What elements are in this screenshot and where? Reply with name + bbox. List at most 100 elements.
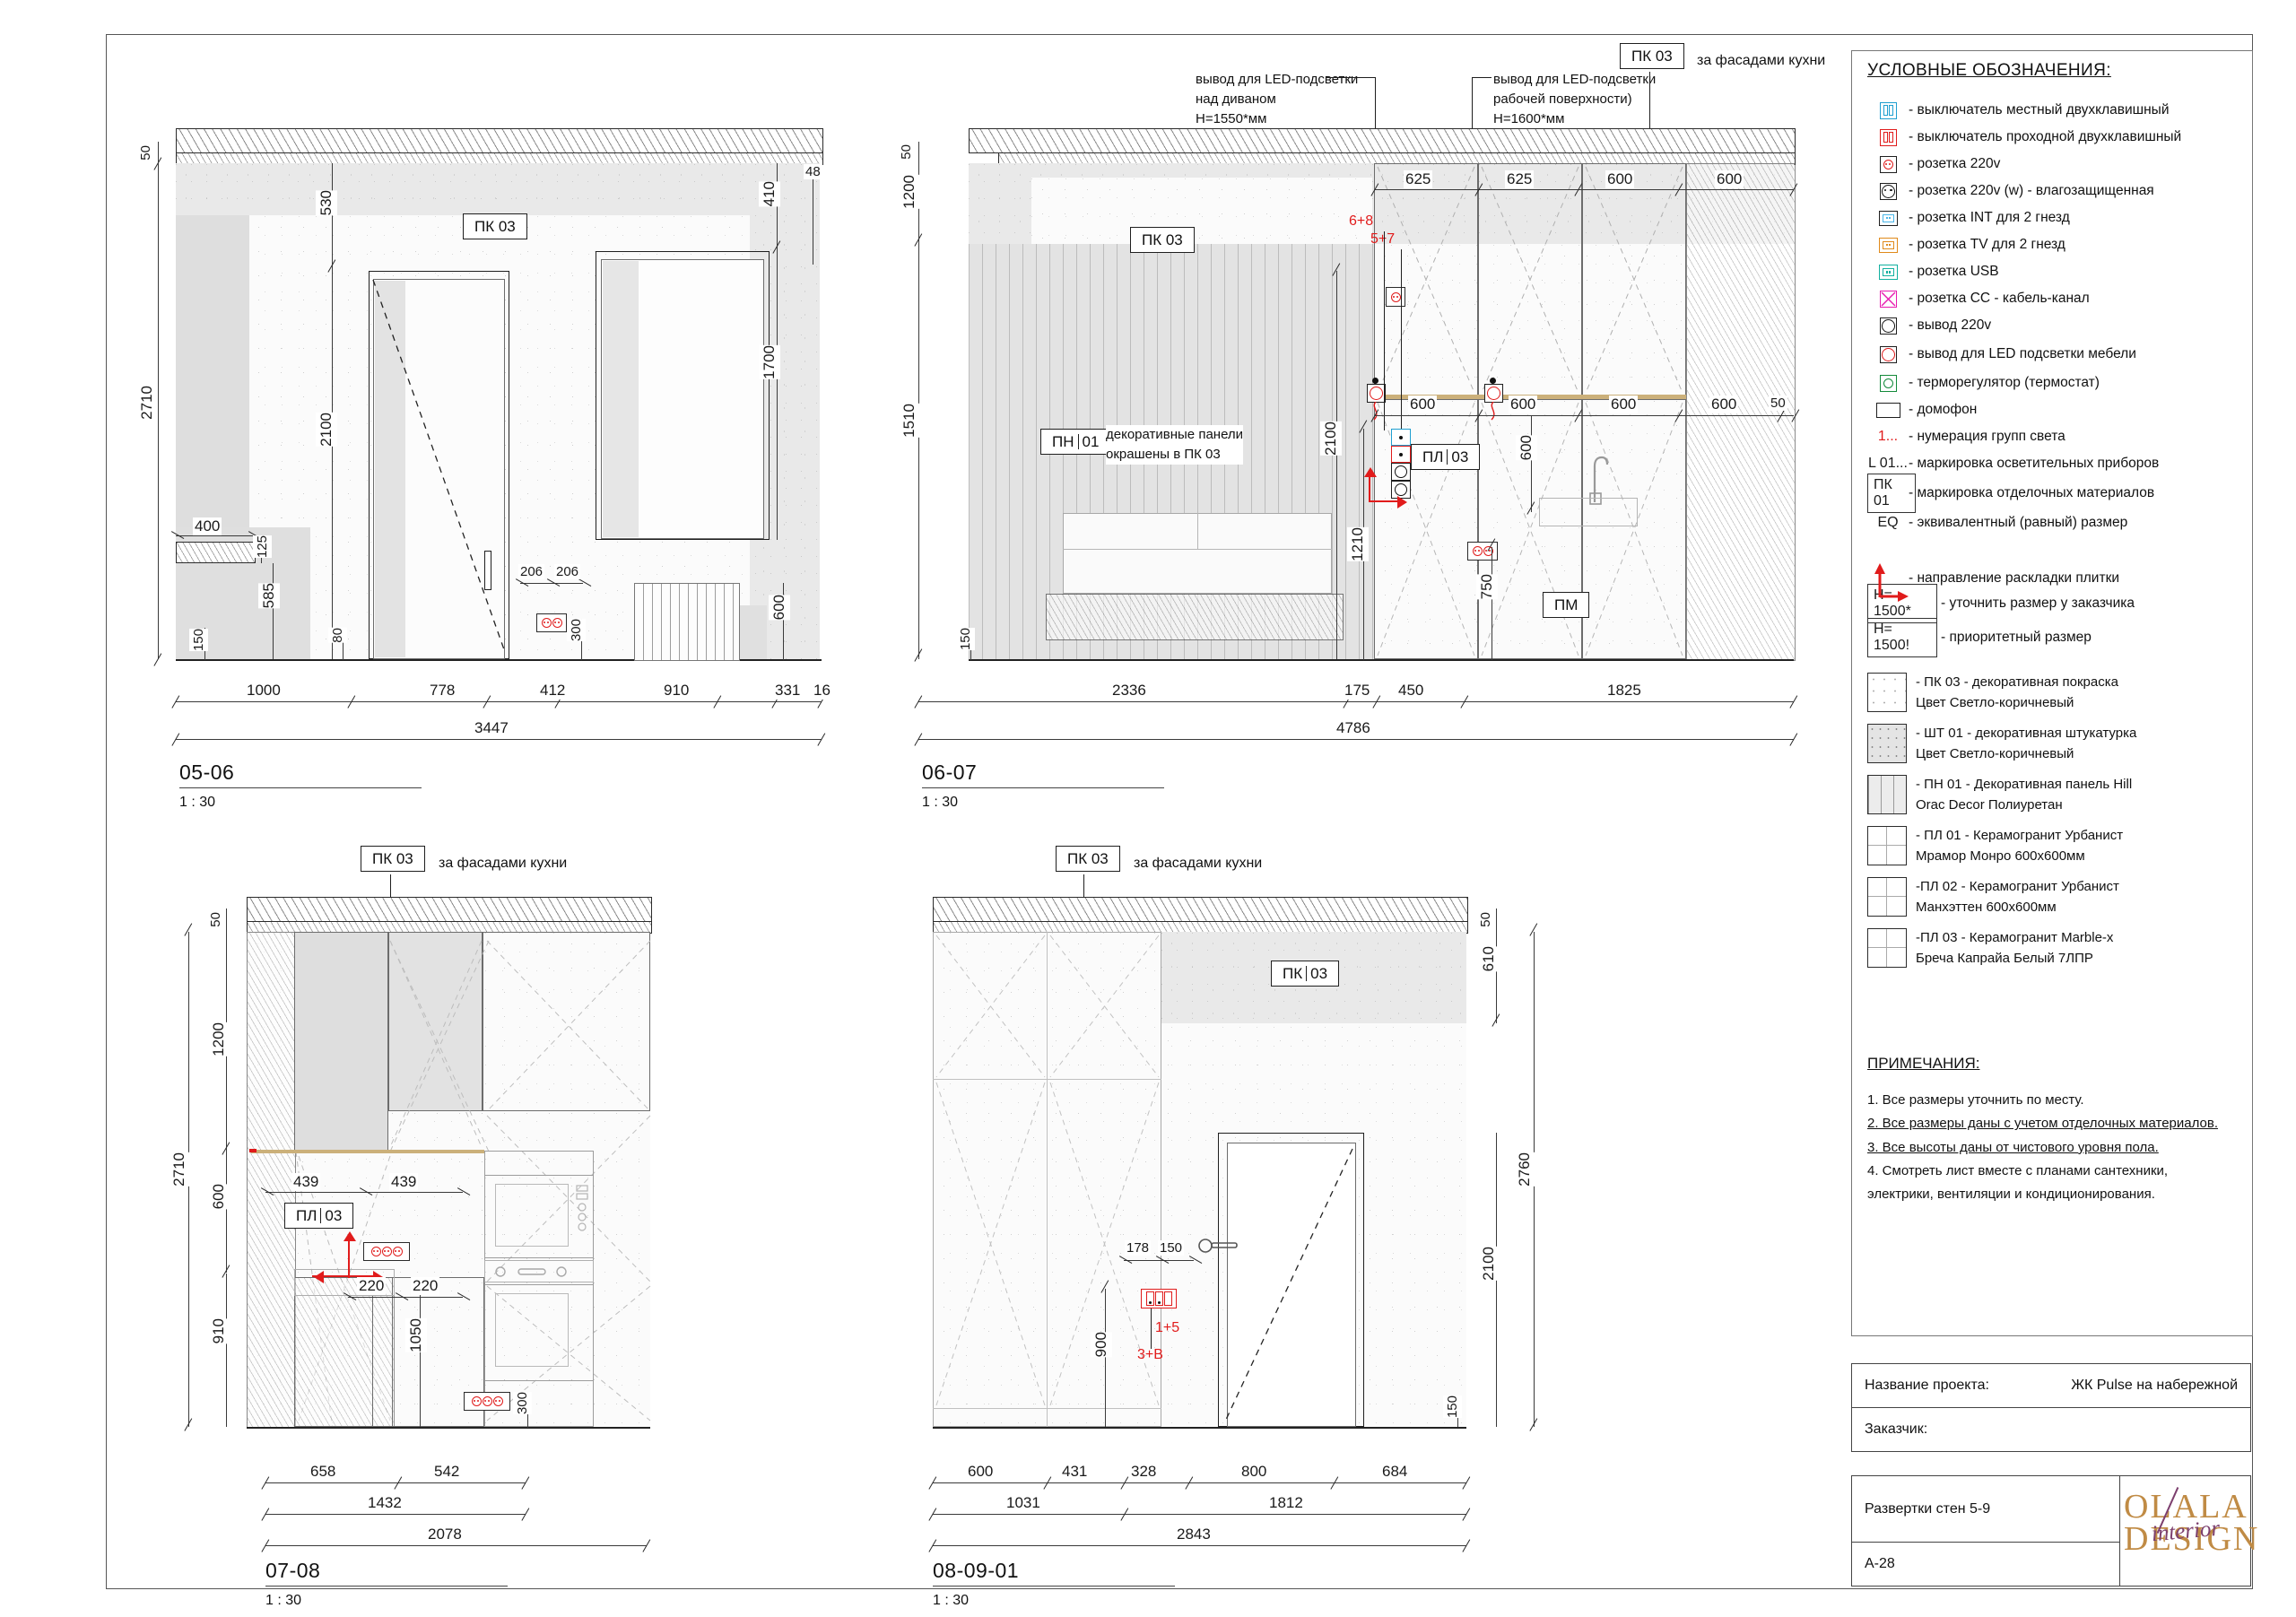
lower-hatch-v3	[294, 1277, 395, 1429]
socket-220v-icon	[1879, 155, 1897, 173]
legend-item: - розетка 220v (w) - влагозащищенная	[1867, 178, 2244, 204]
material-line: - ПН 01 - Декоративная панель Hill	[1916, 777, 2133, 792]
view-title-05-06: 05-06 1 : 30	[179, 761, 422, 811]
material-line: - ПК 03 - декоративная покраска	[1916, 674, 2118, 690]
dim-331: 331	[773, 682, 803, 700]
socket-tv-2-icon	[1878, 237, 1898, 253]
legend-item: EQ - эквивалентный (равный) размер	[1867, 509, 2244, 536]
dim-line-2100	[332, 271, 333, 659]
dim-chain-bottom-v2	[918, 701, 1794, 702]
socket-220v-double[interactable]	[536, 613, 567, 632]
led-outlet-left[interactable]	[1367, 384, 1386, 403]
sheet-title: Развертки стен 5-9	[1865, 1500, 1991, 1517]
legend-item: - розетка USB	[1867, 258, 2244, 285]
client-label: Заказчик:	[1865, 1421, 1928, 1437]
shelf	[176, 542, 256, 563]
material-row: - ПК 03 - декоративная покраска Цвет Све…	[1867, 673, 2244, 713]
circuit-label-6-8: 6+8	[1349, 213, 1374, 229]
legend-item-label: - нумерация групп света	[1909, 429, 2066, 444]
led-tail-icon	[1491, 402, 1495, 421]
dim-line-1050-v3	[420, 1278, 421, 1427]
dim-line-1432	[265, 1514, 526, 1515]
material-line: Манхэттен 600х600мм	[1916, 899, 2057, 915]
dim-line-585	[273, 563, 274, 659]
dim-684: 684	[1380, 1463, 1410, 1481]
dim-line-2710	[158, 163, 159, 659]
worktop-v3	[251, 1150, 484, 1153]
led-outlet-right[interactable]	[1484, 384, 1503, 403]
dim-900-v4: 900	[1091, 1332, 1112, 1358]
finish-tag-part: 03	[1447, 449, 1472, 465]
dim-50: 50	[897, 144, 916, 160]
material-line: -ПЛ 02 - Керамогранит Урбанист	[1916, 879, 2119, 894]
dim-line-1510	[918, 244, 919, 659]
dim-line-600-v2	[1531, 415, 1532, 512]
switch-pass-through-two-gang-icon	[1879, 128, 1897, 146]
finish-tag-pk03-v4[interactable]: ПК 03	[1056, 846, 1120, 872]
led-tail-icon	[1373, 402, 1378, 421]
wall-upper-light	[1031, 178, 1372, 244]
dim-mid-600b: 600	[1509, 396, 1538, 413]
finish-tag-pk03-v3[interactable]: ПК 03	[361, 846, 425, 872]
behind-facades-note-v4: за фасадами кухни	[1134, 856, 1263, 871]
legend-item: - направление раскладки плитки	[1867, 536, 2244, 602]
material-line: Цвет Светло-коричневый	[1916, 694, 2074, 710]
finish-tag-pk03-top[interactable]: ПК 03	[1620, 43, 1684, 69]
dim-778: 778	[428, 682, 457, 700]
dim-mid-600d: 600	[1709, 396, 1739, 413]
legend-item: - розетка TV для 2 гнезд	[1867, 231, 2244, 258]
dim-line-439	[265, 1192, 463, 1193]
sofa-base	[1046, 594, 1344, 640]
socket-220v-single[interactable]	[1386, 287, 1405, 307]
ceiling-slab	[969, 128, 1796, 153]
dim-1510: 1510	[899, 404, 920, 438]
dim-910-v3: 910	[208, 1318, 230, 1344]
view-scale: 1 : 30	[265, 1593, 302, 1609]
upper-cabinet-v3	[388, 932, 483, 1111]
legend-item: 1... - нумерация групп света	[1867, 423, 2244, 450]
socket-220v-triple-upper[interactable]	[363, 1242, 410, 1261]
dim-line-610-v4	[1496, 932, 1497, 1023]
equipment-tag-pm[interactable]: ПМ	[1543, 592, 1590, 618]
dim-175: 175	[1343, 682, 1372, 700]
legend-item-label: - розетка 220v (w) - влагозащищенная	[1909, 183, 2154, 198]
socket-int-icon	[1391, 429, 1411, 446]
dim-line-400	[176, 535, 254, 536]
socket-220v-icon	[541, 618, 552, 628]
legend-item: - выключатель проходной двухклавишный	[1867, 124, 2244, 151]
door-leaf-v4	[1227, 1143, 1356, 1427]
finish-tag-part: ПЛ	[1422, 448, 1444, 465]
dim-910: 910	[662, 682, 691, 700]
paint-swatch-icon	[1867, 673, 1907, 712]
switch-two-gang-block[interactable]	[1141, 1289, 1177, 1308]
dim-1200: 1200	[899, 175, 920, 209]
upper-cabinet-v3	[483, 932, 650, 1111]
socket-220v-double-low[interactable]	[1467, 542, 1498, 561]
window-shadow	[603, 261, 639, 537]
dim-150: 150	[189, 629, 208, 652]
socket-220v-icon	[392, 1247, 403, 1256]
socket-220v-triple-lower[interactable]	[464, 1392, 510, 1411]
finish-tag-pk03[interactable]: ПК 03	[463, 213, 527, 239]
legend-item: - терморегулятор (термостат)	[1867, 369, 2244, 396]
switch-socket-stack[interactable]	[1391, 429, 1411, 500]
panel-note-line: декоративные панели	[1106, 427, 1244, 442]
dim-chain-mid	[1375, 415, 1794, 416]
panel-swatch-icon	[1867, 775, 1907, 814]
dim-439a: 439	[291, 1173, 321, 1191]
material-line: Orac Decor Полиуретан	[1916, 796, 2063, 813]
dim-mid-600a: 600	[1408, 396, 1438, 413]
finish-tag-part: ПЛ	[296, 1207, 317, 1224]
finish-marking-icon: ПК 01	[1867, 474, 1916, 513]
dim-600: 600	[769, 595, 790, 621]
dim-chain-bottom-v4	[933, 1482, 1466, 1483]
finish-tag-pk03-wall[interactable]: ПК 03	[1130, 227, 1195, 253]
material-line: Цвет Светло-коричневый	[1916, 745, 2074, 761]
dim-mid-50: 50	[1769, 396, 1787, 411]
dim-206b: 206	[554, 564, 581, 579]
view-scale: 1 : 30	[179, 795, 216, 811]
